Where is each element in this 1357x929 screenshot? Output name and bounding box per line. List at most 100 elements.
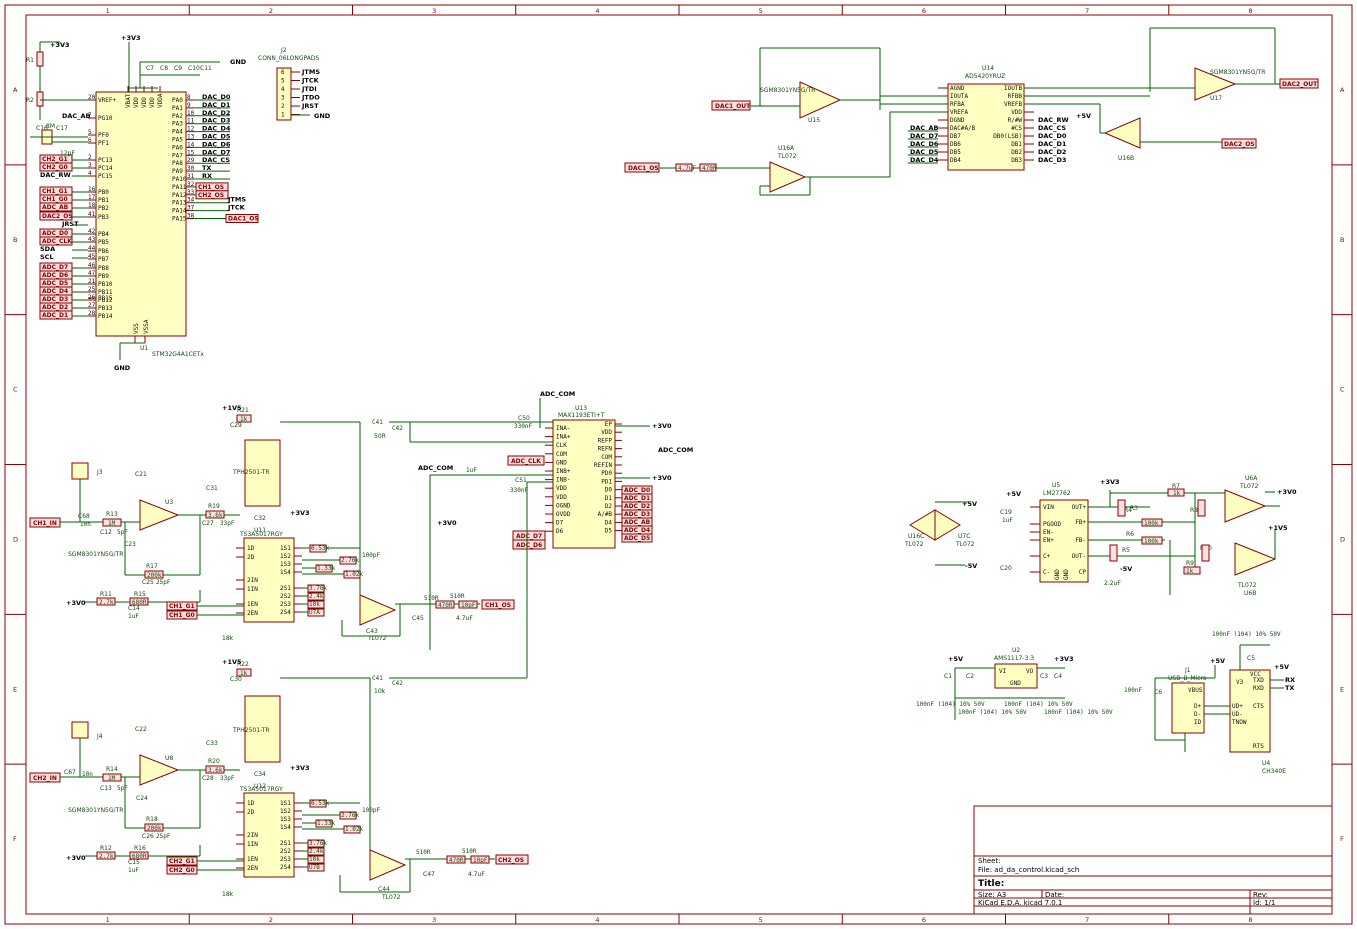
c3-val: 100nF (104) 10% 50V [1004, 701, 1073, 708]
row-label-left: D [13, 535, 18, 543]
jtag-ref: J2 [280, 47, 287, 54]
c17-ref: C17 [56, 125, 68, 132]
adc-pin-name: REFIN [594, 462, 612, 469]
j1-pin-id: ID [1194, 719, 1202, 726]
r14-ref: R14 [106, 766, 118, 773]
c13-ref: C13 [100, 785, 112, 792]
mcu-pin-num: 5 [88, 129, 92, 136]
u7b-value: C44 [378, 886, 390, 893]
jtag-pin-num: 2 [281, 103, 285, 110]
u6b-value: TL072 [1237, 582, 1257, 589]
ladder-value: 10k [309, 601, 320, 608]
u11-value: 18k [222, 635, 234, 642]
u4-pin-udm: UD- [1232, 711, 1243, 718]
mcu-pin-num: 31 [187, 173, 195, 180]
dac-pin-name: DB1 [1011, 141, 1022, 148]
ch1-c45: 4.7uF [456, 615, 473, 622]
dac-pin-name: DB2 [1011, 149, 1022, 156]
mcu-net-label: ADC_D2 [42, 304, 68, 311]
r9-ref: R9 [1186, 560, 1194, 567]
mcu-pin-num: 34 [187, 197, 195, 204]
mcu-pin-num: 38 [187, 213, 195, 220]
c67-ref: C67 [64, 769, 76, 776]
row-label-left: F [13, 835, 17, 843]
dac-pin-name: IOUTA [950, 93, 968, 100]
ldo-section: U2 AMS1117-3.3 VI GND VO +5V +3V3 C1 C2 … [916, 647, 1113, 720]
row-label-left: C [13, 386, 18, 394]
u9-value: C31 [206, 485, 218, 492]
jtag-pin-num: 5 [281, 78, 285, 85]
u7b-ref: TL072 [381, 894, 401, 901]
u8-opamp [139, 754, 180, 786]
r14-val: 1M [108, 775, 116, 782]
ch2-r510: 470R [449, 857, 464, 864]
tb-date: Date: [1045, 891, 1064, 899]
u7a-ref: TL072 [367, 635, 387, 642]
adc-com-right: ADC_COM [658, 446, 693, 454]
mux-pin-name: 2EN [247, 610, 258, 617]
u6b-1v5: +1V5 [1268, 524, 1288, 532]
row-label-right: F [1340, 835, 1344, 843]
mcu-pin-name: PB15 [98, 295, 113, 302]
dac-net: DAC_D6 [910, 140, 939, 148]
u10-value: C33 [206, 740, 218, 747]
adc-pin-name: D1 [605, 495, 613, 502]
lm-pin-name: GND [1063, 569, 1070, 580]
c8-ref: C8 [160, 65, 168, 72]
mux-pin-name: 1S3 [280, 561, 291, 568]
u7c-5v: +5V [962, 500, 977, 508]
u12-ref: TS3A5017RGY [239, 786, 283, 793]
mcu-pin-name: PA5 [172, 137, 183, 144]
jtag-pin-num: 6 [281, 69, 285, 76]
adc-body [552, 419, 616, 549]
ladder-value: 3.76k [309, 585, 327, 592]
c30-ref: C30 [230, 676, 242, 683]
mcu-pin-num: 2 [88, 154, 92, 161]
c22-ref: C22 [135, 726, 147, 733]
u10-1v5: +1V5 [222, 658, 242, 666]
mux-pin-name: 2S1 [280, 840, 291, 847]
ladder-value: 6.53k [311, 800, 329, 807]
mcu-net-label: ADC_D4 [42, 288, 68, 295]
mcu-net-label: DAC_D2 [202, 109, 230, 117]
row-label-left: E [13, 685, 17, 693]
r8-ref: R8 [1190, 507, 1198, 514]
dac-pin-name: VREFB [1004, 101, 1022, 108]
mcu-pin-name: PA12 [172, 192, 187, 199]
mux-pin-name: 2S1 [280, 585, 291, 592]
r21-ref: R21 [237, 407, 249, 414]
adc-pin-name: COM [601, 454, 612, 461]
r11-val: 2.7k [99, 599, 114, 606]
u2-out-net: +3V3 [1054, 655, 1074, 663]
jtag-pin-num: 4 [281, 86, 285, 93]
col-label-bottom: 5 [759, 916, 763, 924]
c67-val: 10n [82, 771, 93, 778]
mcu-pin-num: 43 [88, 236, 96, 243]
tb-id: Id: 1/1 [1253, 899, 1275, 907]
mcu-pin-name: PB3 [98, 214, 109, 221]
ladder-value: 1.02k [345, 571, 363, 578]
col-label-bottom: 8 [1248, 916, 1252, 924]
lm-pin-name: OUT+ [1072, 504, 1087, 511]
dac1-r510: 470R [702, 165, 717, 172]
ch2-c47-val: 510R [462, 848, 477, 855]
ladder-value: 3.76k [309, 840, 327, 847]
dac-net: DAC_D2 [1038, 148, 1066, 156]
ladder-value: 1.33k [317, 820, 335, 827]
mcu-pin-name: PA9 [172, 168, 183, 175]
u16a-value: TL072 [777, 153, 797, 160]
adc-pin-name: REFN [598, 446, 613, 453]
mcu-net-label: DAC_D7 [202, 148, 230, 156]
adc-pin-name: INA- [556, 425, 570, 432]
mcu-net-label: ADC_D1 [42, 312, 68, 319]
mcu-net-label: ADC_D0 [42, 230, 68, 237]
vref-3v3: +3V3 [50, 41, 70, 49]
mcu-net-label: ADC_D3 [42, 296, 68, 303]
mux-pin-name: 1S1 [280, 545, 291, 552]
mcu-net-label-box [39, 236, 73, 246]
j1-pin-dp: D+ [1194, 703, 1202, 710]
u2-pin-vi: VI [999, 668, 1007, 675]
r12-val: 2.7k [99, 853, 114, 860]
mcu-symbol: VREF+20PG107PF05PF16PC132PC143PC154PB016… [26, 34, 259, 372]
